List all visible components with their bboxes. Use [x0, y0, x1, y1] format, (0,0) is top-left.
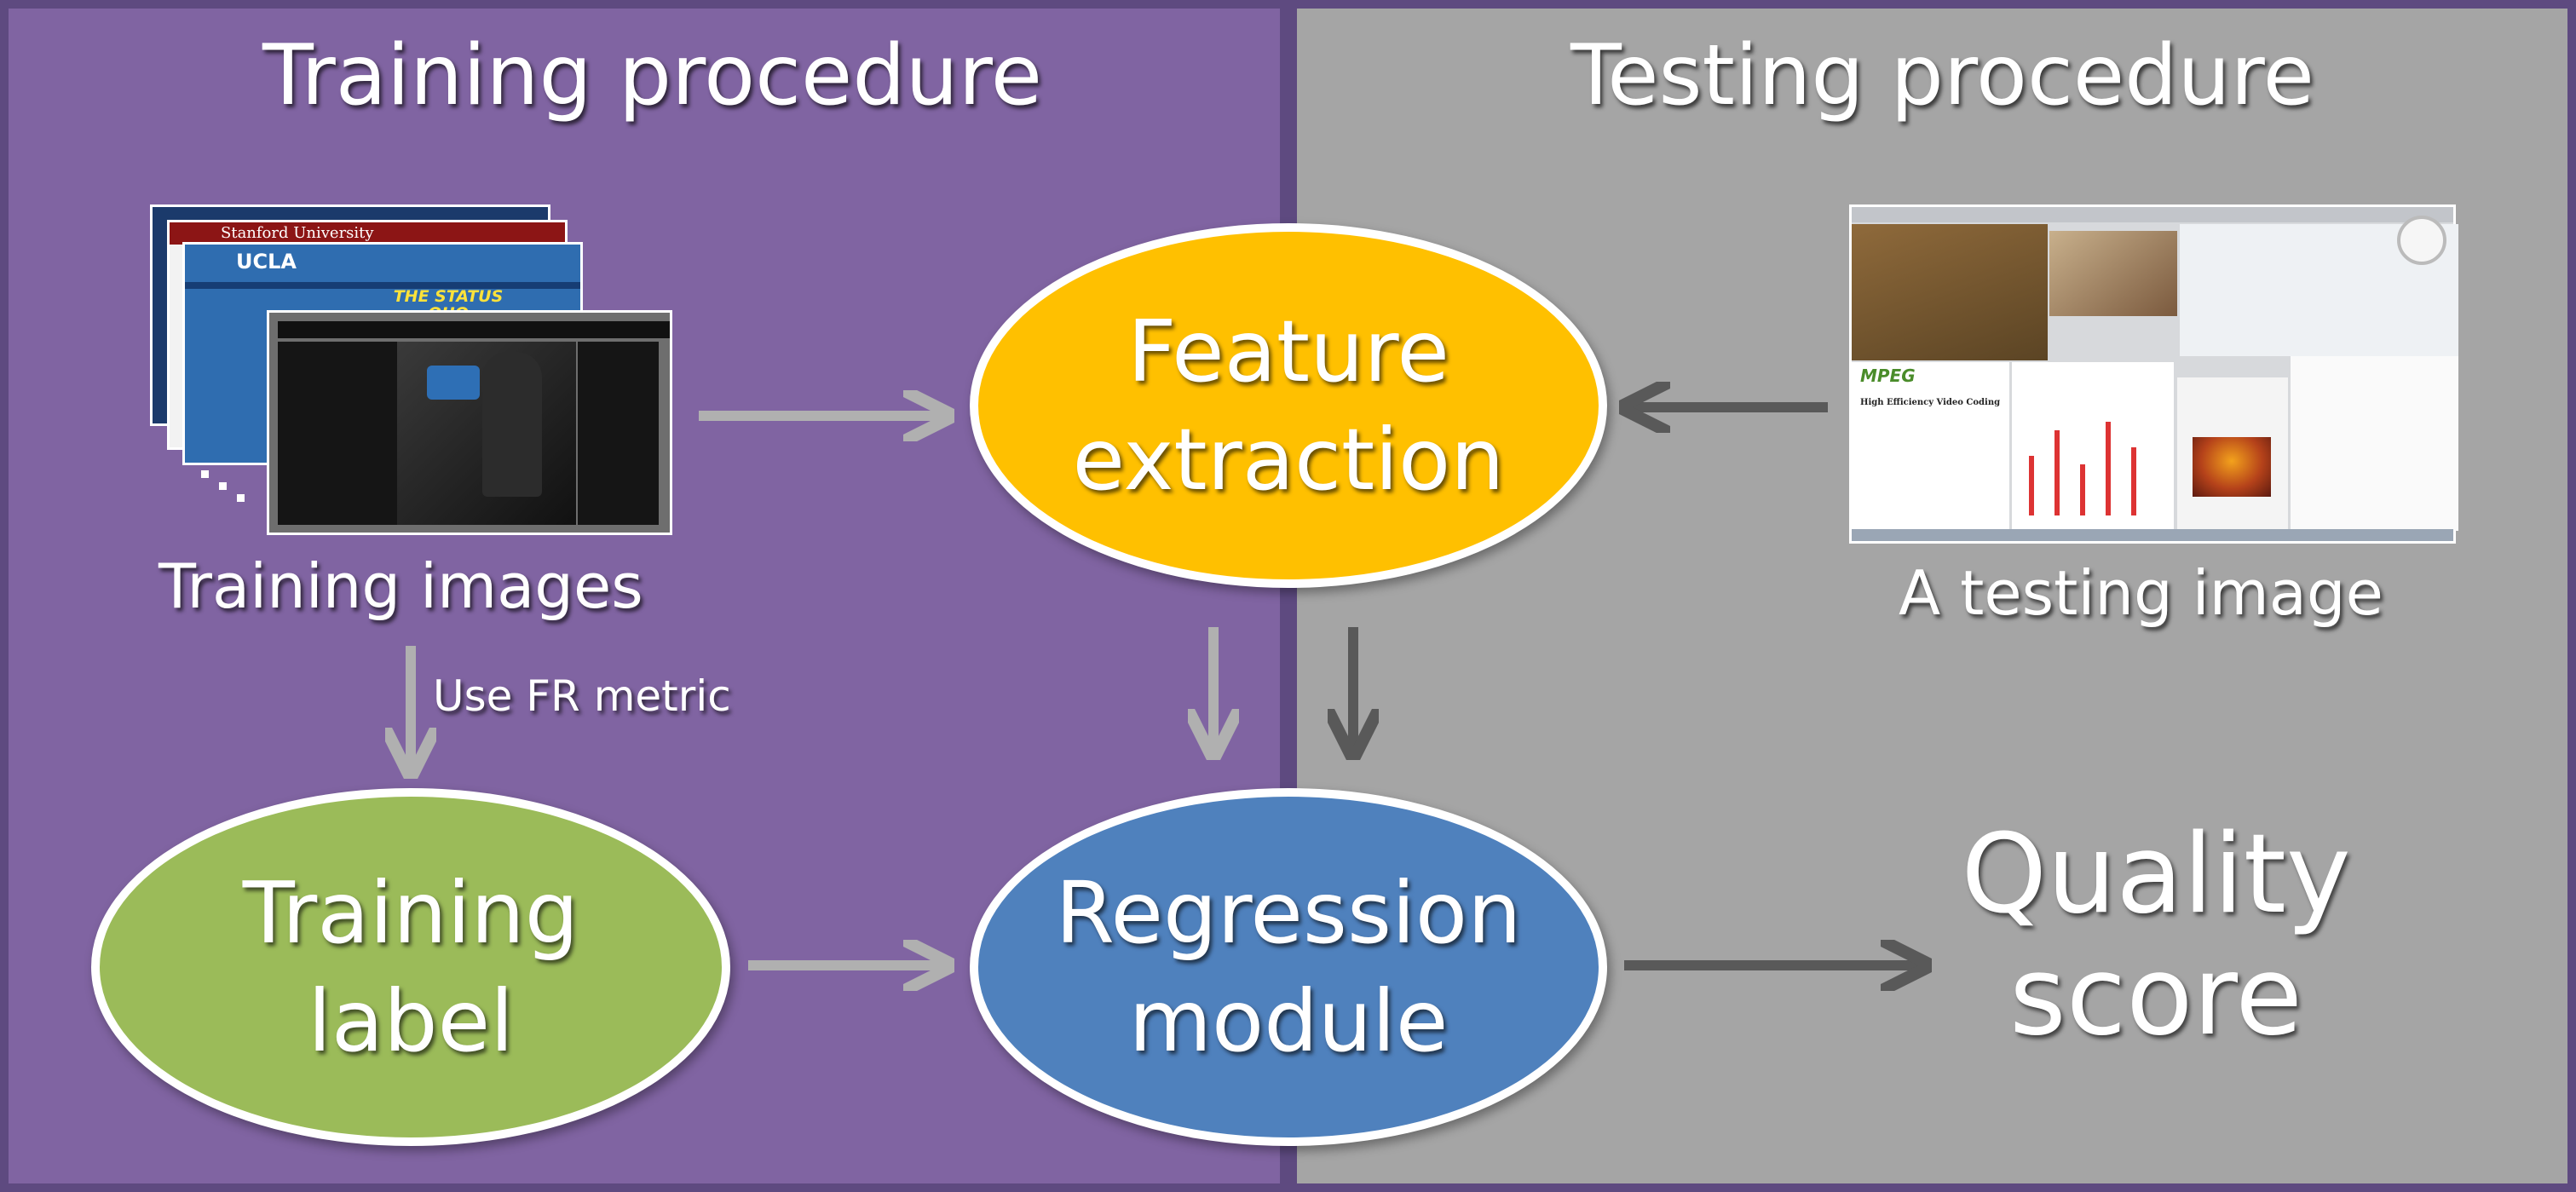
- feature-extraction-line-1: Feature: [1127, 302, 1449, 401]
- training-heading: Training procedure: [262, 27, 1043, 124]
- mpeg-logo: MPEG: [1860, 366, 1916, 386]
- code-editor-window: [2291, 356, 2458, 531]
- training-thumbnail-mit: [267, 310, 672, 535]
- surface-plot-window: [2177, 377, 2288, 531]
- quality-score-line-2: score: [2009, 933, 2302, 1061]
- dock: [1852, 529, 2453, 541]
- stanford-banner: Stanford University: [170, 222, 565, 245]
- bar-chart-window: [2012, 362, 2174, 533]
- basketball-video-frame: [1852, 224, 2048, 360]
- mpeg-heading: High Efficiency Video Coding: [1860, 398, 2001, 407]
- fr-metric-label: Use FR metric: [433, 671, 731, 721]
- training-label-line-2: label: [308, 971, 514, 1071]
- clock-icon: [2397, 216, 2446, 265]
- testing-heading: Testing procedure: [1570, 27, 2314, 124]
- quality-score-line-1: Quality: [1961, 811, 2351, 938]
- training-images-caption: Training images: [158, 550, 643, 622]
- ucla-logo: UCLA: [236, 250, 297, 274]
- cat-video-frame: [2049, 231, 2177, 316]
- quality-score-output: Quality score: [1900, 814, 2412, 1058]
- feature-extraction-line-2: extraction: [1072, 410, 1505, 510]
- testing-thumbnail: MPEG High Efficiency Video Coding: [1849, 204, 2458, 544]
- training-label-node: Training label: [91, 788, 730, 1146]
- more-images-ellipsis: [201, 470, 245, 502]
- regression-module-line-1: Regression: [1055, 863, 1522, 963]
- feature-extraction-node: Feature extraction: [970, 223, 1607, 588]
- regression-module-line-2: module: [1128, 971, 1449, 1071]
- mpeg-webpage: MPEG High Efficiency Video Coding: [1852, 362, 2009, 533]
- training-label-line-1: Training: [242, 863, 579, 963]
- testing-image-caption: A testing image: [1899, 557, 2383, 629]
- regression-module-node: Regression module: [970, 788, 1607, 1146]
- panel-divider: [1284, 0, 1293, 1192]
